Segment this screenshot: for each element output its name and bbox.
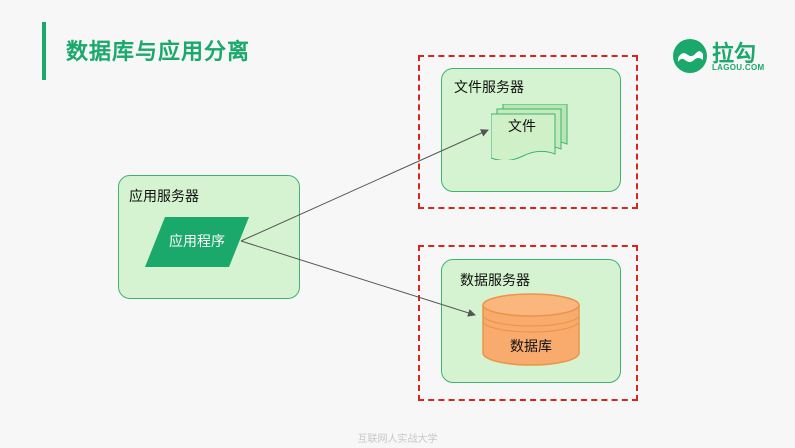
db-server-dashed-frame [418, 245, 638, 401]
lagou-logo-icon [673, 39, 707, 73]
app-server-title: 应用服务器 [129, 189, 199, 205]
page-title: 数据库与应用分离 [66, 40, 251, 65]
app-program-label: 应用程序 [169, 234, 225, 250]
title-accent-bar [42, 22, 46, 80]
arrow-to-database [240, 240, 476, 317]
arrow-to-file [240, 129, 489, 242]
app-program-shape [145, 217, 249, 267]
footer-watermark: 互联网人实战大学 [357, 434, 438, 445]
database-label: 数据库 [510, 339, 552, 355]
file-document-stack-icon [491, 104, 568, 160]
logo-text: 拉勾 [712, 42, 757, 67]
db-server-title: 数据服务器 [460, 273, 530, 289]
file-label: 文件 [508, 119, 536, 135]
database-cylinder-icon [482, 293, 580, 366]
file-server-title: 文件服务器 [454, 80, 524, 96]
logo-subtext: LAGOU.COM [712, 63, 765, 72]
brand-logo: 拉勾 LAGOU.COM [672, 36, 764, 76]
file-server-dashed-frame [418, 55, 638, 209]
